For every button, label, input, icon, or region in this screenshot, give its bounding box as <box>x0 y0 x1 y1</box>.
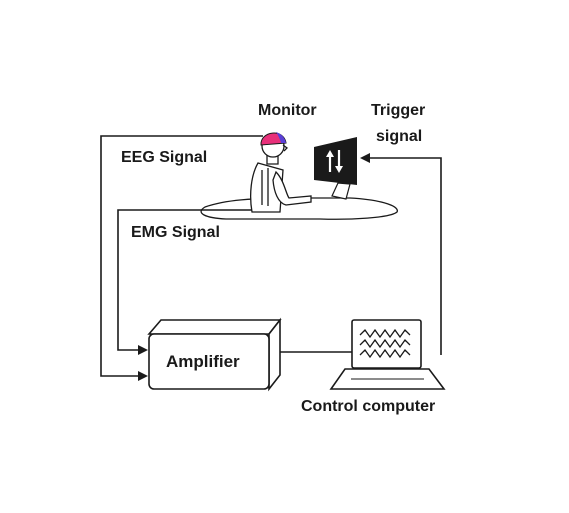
eeg-cap-highlight <box>276 132 286 143</box>
amplifier-label: Amplifier <box>166 352 240 371</box>
amplifier-front <box>148 333 270 390</box>
eeg-signal-line <box>100 135 263 381</box>
stimulus-monitor <box>314 137 357 200</box>
subject-figure <box>250 134 312 213</box>
up-down-arrows-icon <box>326 150 343 173</box>
laptop-screen <box>351 319 422 369</box>
monitor-label: Monitor <box>258 102 317 119</box>
amplifier-top <box>147 319 282 335</box>
waveform-icon <box>359 328 411 359</box>
subject-arm <box>272 170 312 206</box>
emg-signal-line <box>117 209 266 355</box>
connection-lines <box>100 135 442 381</box>
trigger-label-line1: Trigger <box>371 102 425 119</box>
monitor-screen <box>314 137 357 185</box>
trigger-label-line2: signal <box>376 128 422 145</box>
eeg-signal-label: EEG Signal <box>121 149 207 166</box>
trigger-signal-line <box>360 153 442 355</box>
emg-signal-label: EMG Signal <box>131 224 220 241</box>
monitor-stand <box>331 182 351 200</box>
control-computer-laptop <box>329 319 446 390</box>
control-computer-label: Control computer <box>301 398 435 415</box>
amplifier-box <box>147 317 282 392</box>
